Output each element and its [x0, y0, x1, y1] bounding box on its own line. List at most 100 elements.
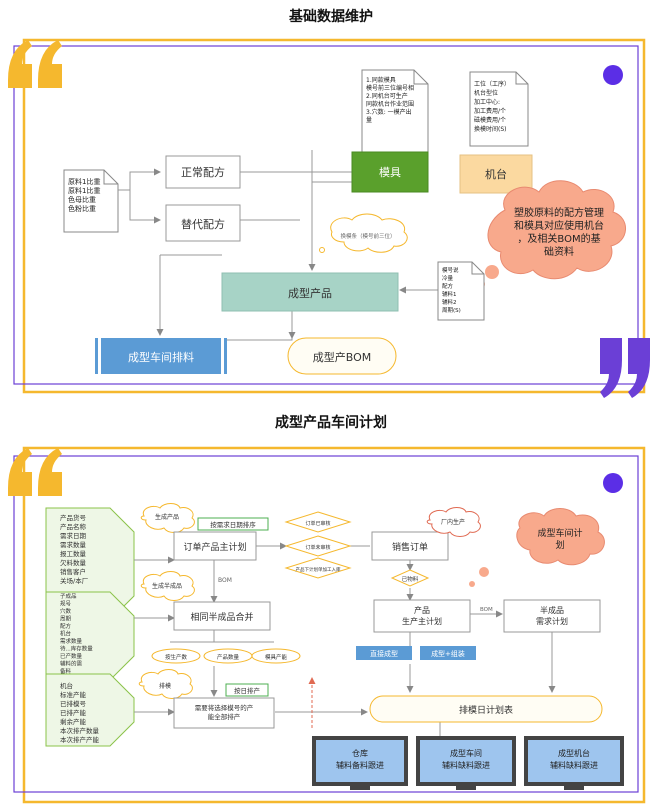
recipe-ratio-doc-text-line: 色母比重 [68, 195, 96, 204]
product-master-text-line: 生产主计划 [402, 616, 442, 626]
ellipse-product-qty-label: 产品数量 [217, 653, 240, 661]
workshop-schedule-box: 成型车间排料 [95, 338, 227, 374]
diamond-product-inbound-label: 产品下计划单加工入库 [296, 566, 341, 573]
order-info-doc-text-line: 产品名称 [60, 522, 87, 531]
recipe-ratio-doc-text-line: 原料1比重 [68, 177, 100, 186]
open-quote-icon [8, 40, 62, 88]
mold-doc-text-line: 1.同款模具 [366, 76, 396, 84]
section2-connectors [134, 542, 556, 746]
monitor-machine-text: 成型机台辅料缺料跟进 [550, 748, 598, 770]
mold-doc-text-line: 2.同机台可生产 [366, 92, 408, 100]
monitor-machine-text-line: 辅料缺料跟进 [550, 760, 598, 770]
machine-doc-text-line: 工位（工序） [474, 80, 510, 88]
product-doc-text-line: 冷量 [442, 274, 454, 282]
sort-by-date-badge [197, 517, 269, 531]
cloud-main-text-line: ，及相关BOM的基 [517, 232, 600, 245]
alt-recipe-label: 替代配方 [181, 217, 225, 231]
section1-title: 基础数据维护 [289, 9, 373, 25]
mold-doc-text-line: 模号前三位编号相 [366, 84, 414, 92]
cloud-schedule-label: 排模 [159, 682, 171, 690]
ellipse-by-production-label: 按生产数 [165, 653, 188, 661]
diamond-product-inbound: 产品下计划单加工入库 [284, 557, 352, 579]
open-quote-icon-2 [8, 448, 62, 496]
order-info-doc-text: 产品货号产品名称需求日期需求数量报工数量欠料数量销售客户关场/本厂 [60, 513, 89, 585]
select-mold-box [173, 697, 275, 729]
direct-mold-button[interactable]: 直接成型 [356, 646, 412, 660]
monitor-machine: 成型机台辅料缺料跟进 [524, 736, 624, 790]
bom-label-left: BOM [218, 577, 232, 584]
bom-box [287, 337, 397, 375]
cloud-side-text-line: 成型车间计 [537, 527, 582, 539]
machine-label: 机台 [485, 167, 507, 181]
monitor-warehouse-text-line: 辅料备料跟进 [336, 760, 384, 770]
cloud-main-text-line: 础资料 [544, 245, 574, 258]
normal-recipe-box [165, 155, 241, 189]
diamond-has-material-label: 已物料 [402, 575, 419, 583]
machine-doc-text-line: 机台型位 [474, 89, 498, 97]
semi-plan-text-line: 半成品 [540, 605, 564, 615]
machine-capacity-doc-text-line: 剩余产能 [60, 717, 87, 726]
thought-small-label: 换模条（模号前三位） [340, 232, 395, 240]
cloud-side: 成型车间计划 [516, 508, 605, 566]
machine-doc-text-line: 加工费用/个 [474, 107, 506, 115]
semi-info-doc-text-line: 配方 [60, 622, 72, 630]
machine-doc-text-line: 换模时间(S) [474, 125, 507, 133]
mold-assembly-label: 成型+组装 [431, 649, 465, 658]
cloud-factory: 厂内生产 [426, 507, 481, 537]
order-info-doc-text-line: 产品货号 [60, 513, 87, 522]
semi-merge-box [173, 601, 271, 631]
schedule-by-day-badge [225, 683, 269, 697]
mold-assembly-button[interactable]: 成型+组装 [420, 646, 476, 660]
semi-info-doc-text-line: 已产数量 [60, 652, 83, 660]
thought-cloud-small: 换模条（模号前三位） [319, 213, 408, 253]
product-doc-text-line: 配方 [442, 282, 454, 290]
recipe-ratio-doc-text-line: 色粉比重 [68, 204, 96, 213]
semi-info-doc-text-line: 需求数量 [60, 637, 83, 645]
monitor-workshop-text: 成型车间辅料缺料跟进 [442, 748, 490, 770]
semi-merge-label: 相同半成品合并 [190, 611, 253, 623]
machine-capacity-doc-text-line: 已排模号 [60, 699, 87, 708]
recipe-ratio-doc: 原料1比重原料1比重色母比重色粉比重 [63, 169, 119, 233]
cloud-dot-small [469, 581, 475, 587]
machine-doc-text: 工位（工序）机台型位加工中心:加工费用/个磁模费用/个换模时间(S) [474, 80, 510, 133]
mold-doc-text-line: 量 [366, 117, 372, 124]
workshop-schedule-label: 成型车间排料 [128, 350, 194, 364]
monitor-warehouse-text-line: 仓库 [352, 748, 368, 758]
semi-plan-text: 半成品需求计划 [536, 605, 568, 626]
mold-doc-text-line: 3.穴数: 一模产出 [366, 108, 412, 116]
semi-plan-text-line: 需求计划 [536, 616, 568, 626]
cloud-dot [479, 567, 489, 577]
select-mold-text: 需要将选择模号的产能全部排产 [195, 703, 254, 721]
product-master-text-line: 产品 [414, 605, 430, 615]
product-box [221, 272, 399, 312]
machine-capacity-doc-text-line: 本次排产数量 [60, 726, 100, 735]
semi-info-doc-text-line: 子成品 [60, 592, 77, 600]
diamond-has-material: 已物料 [390, 569, 430, 587]
cloud-main-text-line: 和模具对应使用机台 [514, 219, 604, 232]
monitor-warehouse: 仓库辅料备料跟进 [312, 736, 408, 790]
product-doc-text-line: 模号说 [442, 266, 459, 274]
purple-dot-icon-2 [603, 473, 623, 493]
select-mold-text-line: 需要将选择模号的产 [195, 703, 254, 712]
order-info-doc-text-line: 关场/本厂 [60, 576, 89, 585]
direct-mold-label: 直接成型 [370, 649, 398, 658]
cloud-main-text-line: 塑胶原料的配方管理 [514, 206, 604, 219]
cloud-side-text: 成型车间计划 [537, 527, 582, 551]
diamond-order-unapproved-label: 订单未审核 [305, 544, 330, 551]
close-quote-icon [600, 338, 650, 398]
sales-order-box [371, 531, 449, 561]
purple-dot-icon [603, 65, 623, 85]
bom-label: 成型产BOM [313, 350, 372, 364]
diamond-order-unapproved: 订单未审核 [284, 535, 352, 557]
semi-info-doc-text-line: 备料 [60, 667, 72, 675]
order-info-doc-text-line: 需求数量 [60, 540, 87, 549]
machine-doc: 工位（工序）机台型位加工中心:加工费用/个磁模费用/个换模时间(S) [469, 71, 529, 147]
product-doc-text-line: 辅料2 [442, 298, 457, 306]
monitor-warehouse-text: 仓库辅料备料跟进 [336, 748, 384, 770]
ellipse-mold-capacity [251, 648, 301, 664]
product-master-text: 产品生产主计划 [402, 605, 442, 626]
cloud-factory-label: 厂内生产 [441, 518, 465, 526]
